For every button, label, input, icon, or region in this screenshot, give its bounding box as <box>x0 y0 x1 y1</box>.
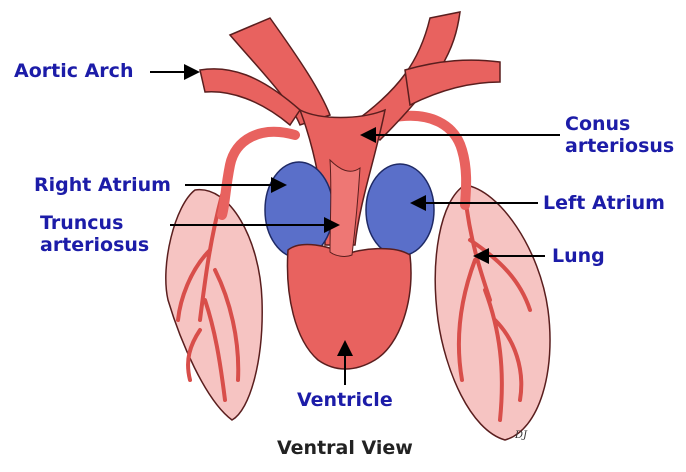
label-conus-line2: arteriosus <box>565 136 674 157</box>
label-right-atrium: Right Atrium <box>34 175 171 196</box>
artist-signature: DJ <box>515 430 527 441</box>
label-ventricle: Ventricle <box>297 390 393 411</box>
right-side-lung <box>435 185 550 440</box>
label-lung: Lung <box>552 246 605 267</box>
label-left-atrium: Left Atrium <box>543 193 665 214</box>
label-conus-line1: Conus <box>565 114 630 135</box>
figure-caption: Ventral View <box>277 437 413 459</box>
left-atrium-shape <box>366 164 434 256</box>
label-aortic-arch: Aortic Arch <box>14 61 133 82</box>
right-atrium-shape <box>265 162 333 258</box>
label-truncus-line1: Truncus <box>40 213 123 234</box>
label-truncus-line2: arteriosus <box>40 235 149 256</box>
ventricle-shape <box>287 245 410 369</box>
